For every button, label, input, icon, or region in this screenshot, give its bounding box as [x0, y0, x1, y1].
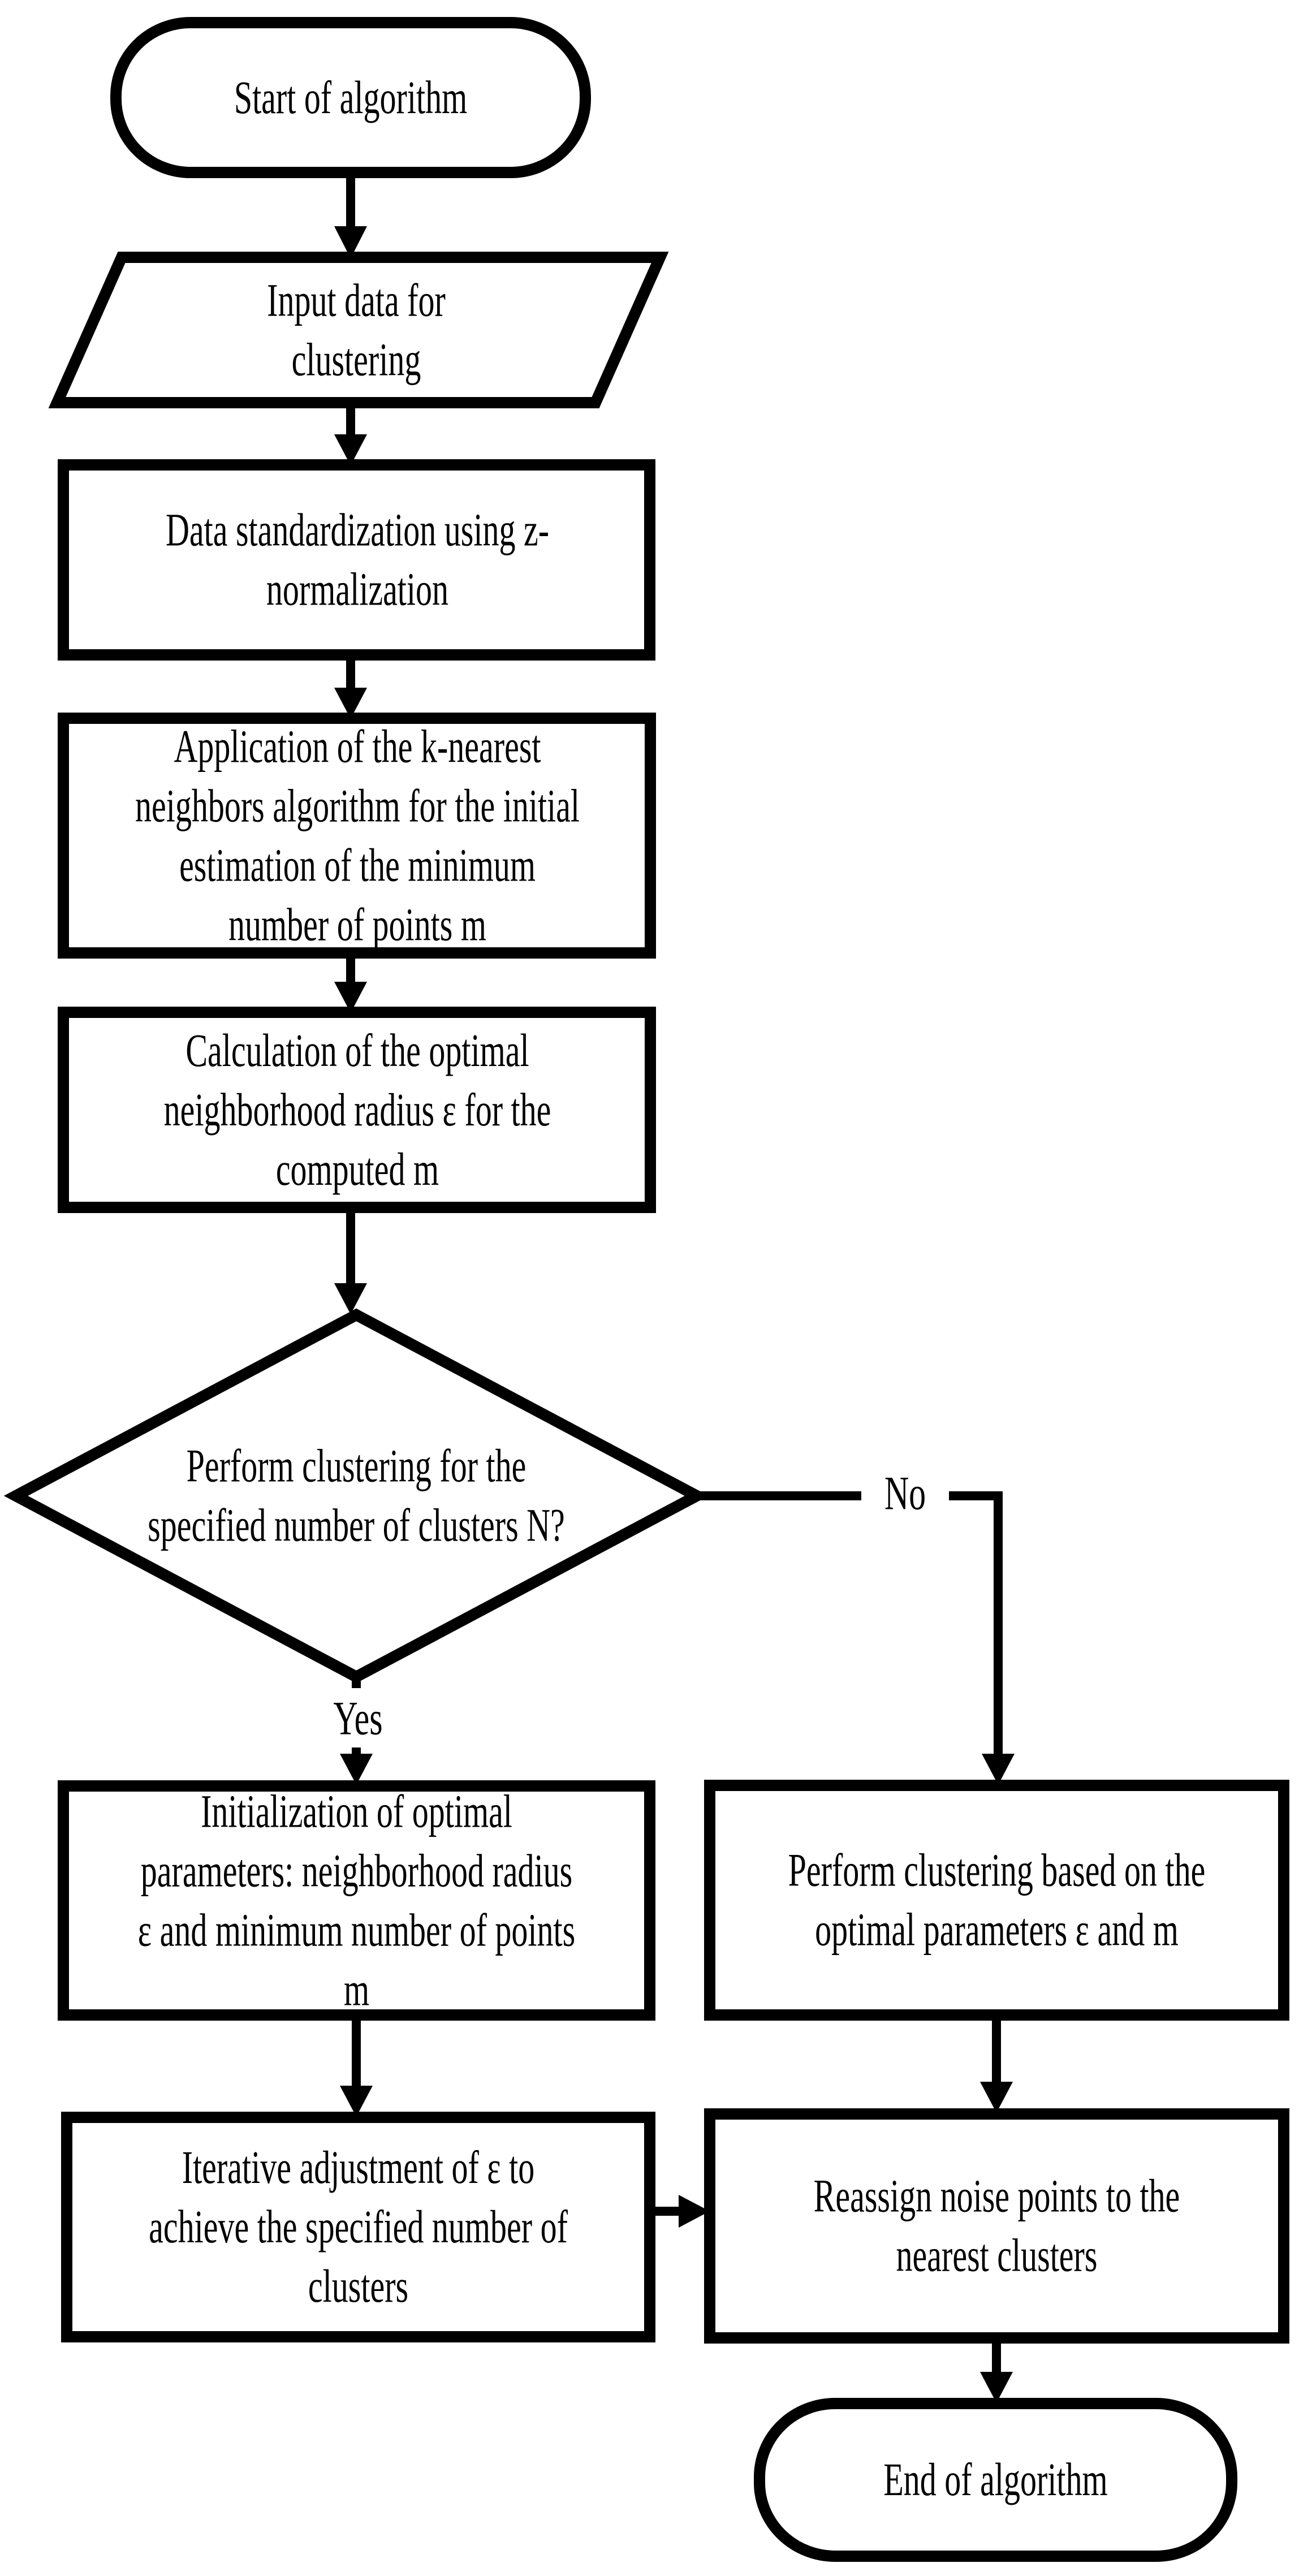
- decision-diamond-shape: [3, 1308, 709, 1684]
- arrowhead-init: [340, 1754, 373, 1785]
- arrowhead-iterate: [340, 2086, 373, 2117]
- reassign-process-shape: [704, 2108, 1289, 2344]
- arrowhead-end: [980, 2372, 1013, 2403]
- end-terminator-shape: [754, 2398, 1237, 2562]
- yes-edge-label: Yes: [313, 1688, 403, 1747]
- knn-process-shape: [58, 713, 656, 959]
- perform-process-shape: [704, 1780, 1289, 2021]
- radius-process-shape: [58, 1007, 656, 1213]
- arrowhead-perform: [982, 1754, 1015, 1785]
- yes-edge-text: Yes: [333, 1691, 383, 1745]
- arrowhead-radius: [334, 982, 367, 1013]
- start-terminator-shape: [110, 17, 591, 178]
- arrowhead-input: [334, 226, 367, 258]
- input-parallelogram-shape: [48, 252, 669, 408]
- iterate-process-shape: [61, 2112, 655, 2342]
- no-edge-text: No: [884, 1466, 926, 1520]
- init-process-shape: [58, 1780, 655, 2021]
- arrowhead-decision: [334, 1283, 367, 1314]
- arrow-decision-no-branch: [696, 1491, 1003, 1755]
- arrowhead-standardize: [334, 434, 367, 465]
- arrowhead-iterate-to-reassign: [679, 2195, 710, 2228]
- arrowhead-reassign: [980, 2082, 1013, 2113]
- no-edge-label: No: [861, 1462, 949, 1524]
- standardize-process-shape: [58, 459, 655, 661]
- arrowhead-knn: [334, 688, 367, 719]
